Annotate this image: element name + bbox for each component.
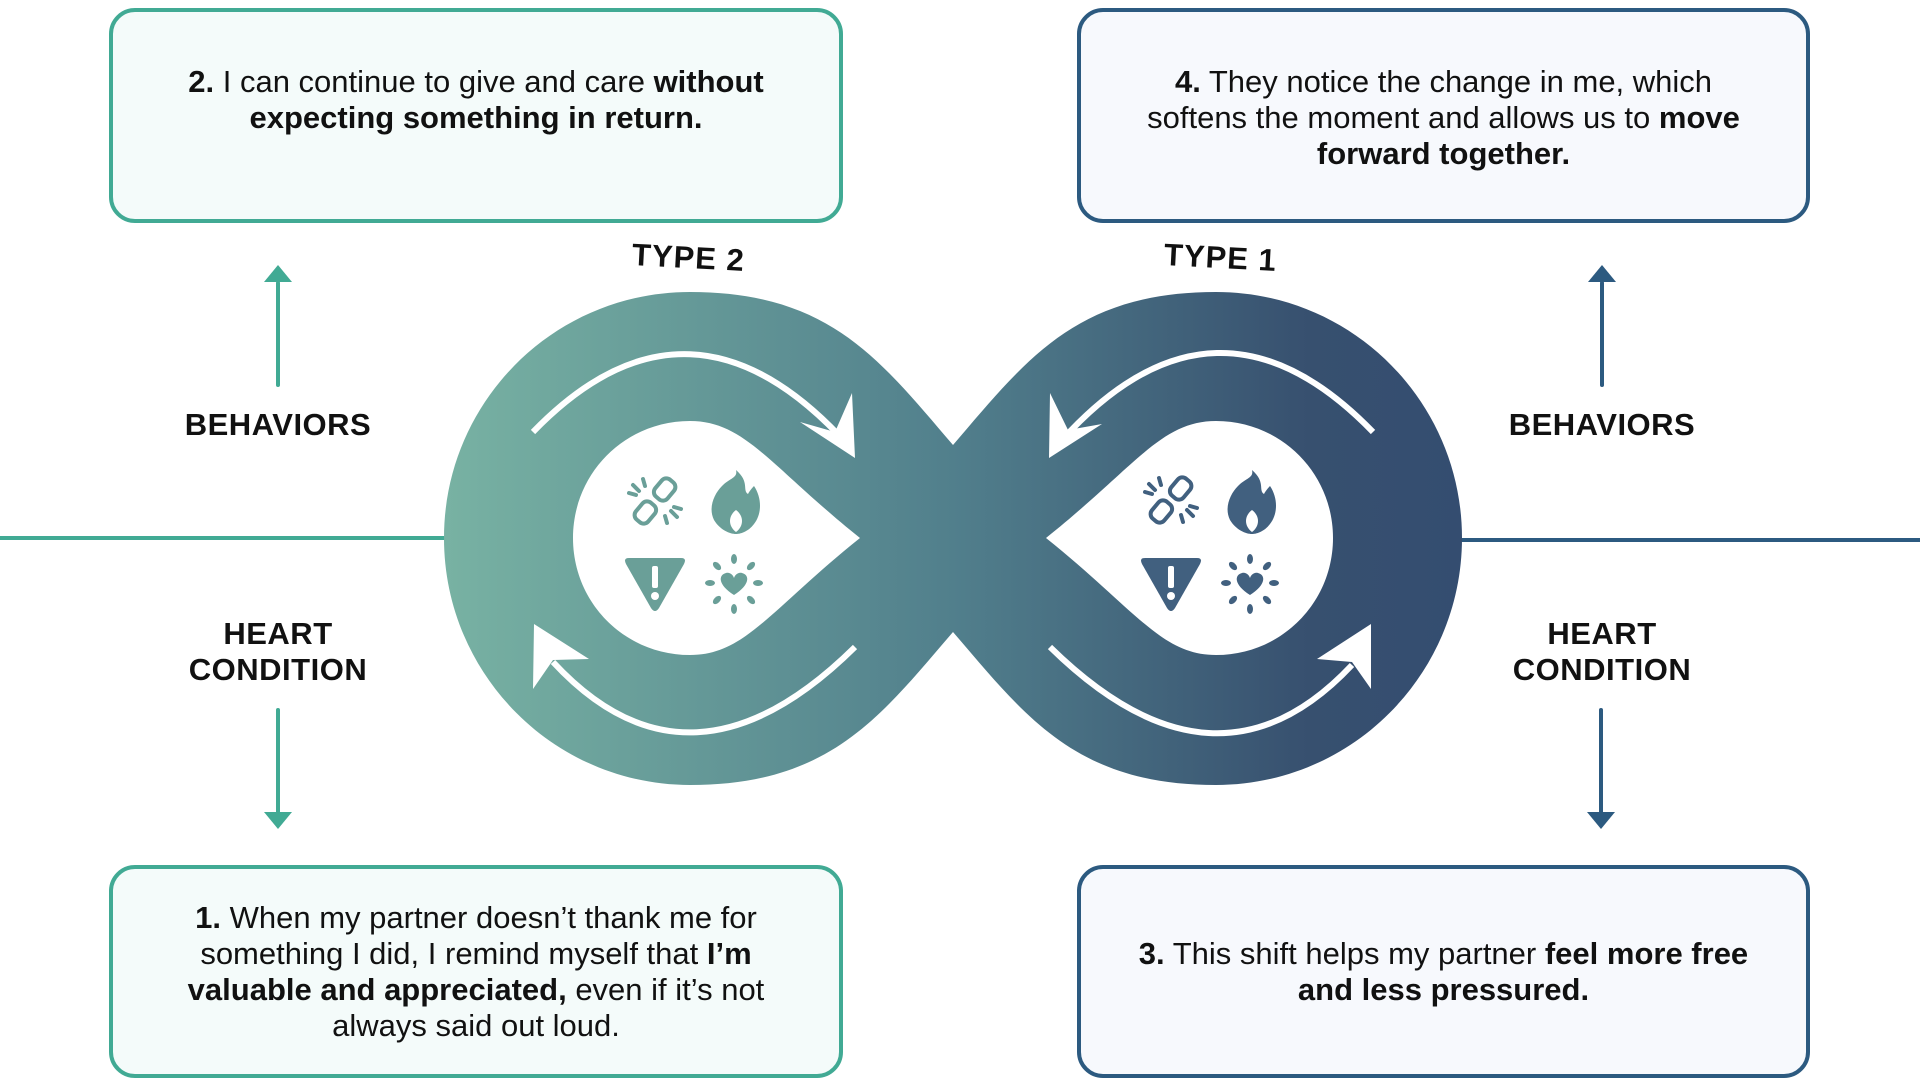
cycle-arrowhead-right-top <box>1049 393 1102 458</box>
step-1-box: 1. When my partner doesn’t thank me for … <box>109 865 843 1078</box>
behaviors-label-left: BEHAVIORS <box>184 407 372 442</box>
step-number: 3. <box>1138 935 1165 971</box>
behaviors-label-right: BEHAVIORS <box>1508 407 1696 442</box>
body-text: They notice the change in me, which soft… <box>1147 64 1713 135</box>
infinity-band <box>444 292 1462 785</box>
emphasis-text: feel more free and less pressured. <box>1297 935 1749 1007</box>
step-3-box: 3. This shift helps my partner feel more… <box>1077 865 1810 1078</box>
step-4-box: 4. They notice the change in me, which s… <box>1077 8 1810 223</box>
cycle-arrow-right-top <box>1059 349 1376 443</box>
heart-burst-icon <box>1221 554 1279 614</box>
cycle-arrowhead-left-top <box>800 393 855 458</box>
step-2-box: 2. I can continue to give and care witho… <box>109 8 843 223</box>
warning-icon <box>1141 558 1201 611</box>
heart-burst-icon <box>705 554 763 614</box>
step-1-text: 1. When my partner doesn’t thank me for … <box>153 900 799 1044</box>
cycle-arrow-left-top <box>530 351 851 448</box>
step-4-text: 4. They notice the change in me, which s… <box>1121 64 1766 172</box>
arrowhead-down-right <box>1587 812 1615 829</box>
step-number: 2. <box>188 64 215 99</box>
body-text: I can continue to give and care <box>214 64 654 99</box>
step-2-text: 2. I can continue to give and care witho… <box>153 64 799 136</box>
heart-condition-label-left: HEART CONDITION <box>188 616 368 687</box>
body-text: even if it’s not always said out loud. <box>332 971 765 1043</box>
emphasis-text: move forward together. <box>1316 100 1740 171</box>
warning-icon <box>625 558 685 611</box>
emphasis-text: without expecting something in return. <box>249 64 764 135</box>
heart-condition-label-right: HEART CONDITION <box>1512 616 1692 687</box>
cycle-arrow-left-bottom <box>550 644 858 736</box>
cycle-arrowhead-right-bottom <box>1317 624 1371 689</box>
emphasis-text: I’m valuable and appreciated, <box>187 935 752 1007</box>
broken-link-icon <box>1143 472 1199 528</box>
step-number: 4. <box>1174 64 1201 99</box>
flame-icon <box>711 470 760 534</box>
arrowhead-down-left <box>264 812 292 829</box>
flame-icon <box>1227 470 1276 534</box>
step-3-text: 3. This shift helps my partner feel more… <box>1121 936 1766 1008</box>
cycle-arrowhead-left-bottom <box>533 624 589 689</box>
cycle-arrow-right-bottom <box>1047 644 1355 737</box>
broken-link-icon <box>627 473 683 529</box>
arrowhead-up-right <box>1588 265 1616 282</box>
type-2-label: TYPE 2 <box>631 237 746 278</box>
body-text: When my partner doesn’t thank me for som… <box>200 899 757 971</box>
body-text: This shift helps my partner <box>1164 935 1545 971</box>
arrowhead-up-left <box>264 265 292 282</box>
step-number: 1. <box>195 899 221 935</box>
type-1-label: TYPE 1 <box>1163 237 1278 278</box>
